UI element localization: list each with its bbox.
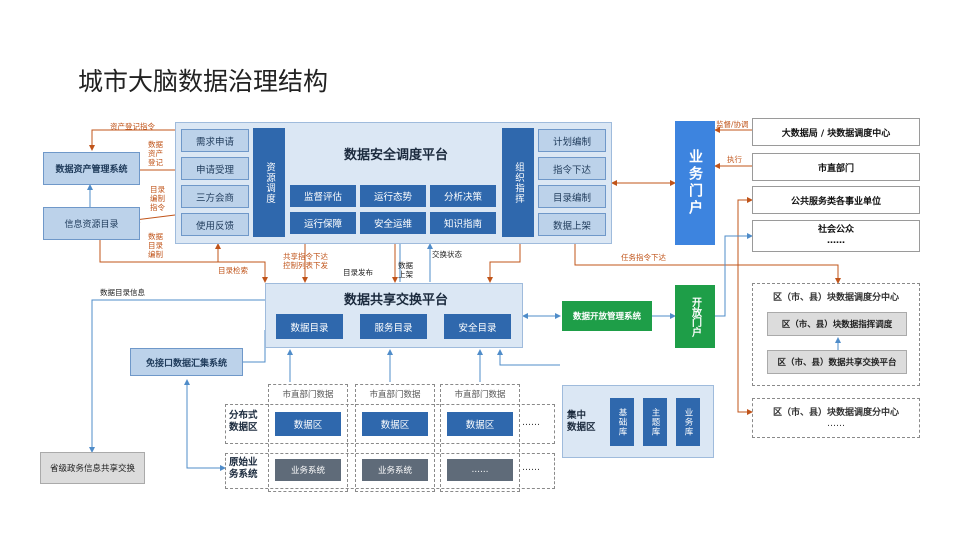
district-center-title: 区（市、县）块数据调度分中心 bbox=[772, 293, 899, 303]
business-system-1[interactable]: 业务系统 bbox=[275, 459, 341, 481]
btn-usage-feedback[interactable]: 使用反馈 bbox=[181, 213, 249, 236]
label-data-asset-register: 数据 资产 登记 bbox=[148, 140, 163, 167]
district-exchange-platform[interactable]: 区（市、县）数据共享交换平台 bbox=[767, 350, 907, 374]
district-more: …… bbox=[827, 419, 845, 429]
label-execute: 执行 bbox=[727, 155, 742, 164]
btn-apply-accept[interactable]: 申请受理 bbox=[181, 157, 249, 180]
city-data-label-3: 市直部门数据 bbox=[454, 390, 506, 400]
city-direct-dept[interactable]: 市直部门 bbox=[752, 153, 920, 181]
label-exchange-status: 交换状态 bbox=[432, 250, 462, 259]
label-data-upload: 数据 上架 bbox=[398, 261, 413, 279]
city-data-col-3 bbox=[440, 384, 520, 492]
label-supervise: 监督/协调 bbox=[716, 120, 749, 129]
info-resource-catalog[interactable]: 信息资源目录 bbox=[43, 207, 140, 240]
no-interface-collect-system[interactable]: 免接口数据汇集系统 bbox=[130, 348, 243, 376]
label-catalog-compile-cmd: 目录 编制 指令 bbox=[150, 185, 165, 212]
page-title: 城市大脑数据治理结构 bbox=[78, 67, 329, 96]
district-center-group: 区（市、县）块数据调度分中心 bbox=[752, 283, 920, 386]
btn-three-party[interactable]: 三方会商 bbox=[181, 185, 249, 208]
district-center2-title: 区（市、县）块数据调度分中心 bbox=[772, 408, 899, 418]
label-shared-cmd: 共享指令下达 bbox=[283, 252, 328, 261]
btn-security-catalog[interactable]: 安全目录 bbox=[444, 314, 511, 339]
label-data-catalog-compile: 数据 目录 编制 bbox=[148, 232, 163, 259]
district-cmd-dispatch[interactable]: 区（市、县）块数据指挥调度 bbox=[767, 312, 907, 336]
data-zone-2[interactable]: 数据区 bbox=[362, 412, 428, 436]
big-data-bureau[interactable]: 大数据局 / 块数据调度中心 bbox=[752, 118, 920, 146]
theme-library[interactable]: 主题库 bbox=[643, 398, 667, 446]
btn-plan-compile[interactable]: 计划编制 bbox=[538, 129, 606, 152]
data-zone-more: …… bbox=[522, 418, 540, 428]
label-catalog-search: 目录检索 bbox=[218, 266, 248, 275]
city-data-col-1 bbox=[268, 384, 348, 492]
central-zone-label: 集中 数据区 bbox=[567, 410, 596, 433]
data-open-mgmt-system[interactable]: 数据开放管理系统 bbox=[562, 301, 652, 331]
city-data-col-2 bbox=[355, 384, 435, 492]
public-service-units[interactable]: 公共服务类各事业单位 bbox=[752, 186, 920, 214]
city-data-label-1: 市直部门数据 bbox=[282, 390, 334, 400]
business-library[interactable]: 业务库 bbox=[676, 398, 700, 446]
label-task-cmd: 任务指令下达 bbox=[621, 253, 666, 262]
exchange-platform-title: 数据共享交换平台 bbox=[343, 292, 448, 308]
province-exchange[interactable]: 省级政务信息共享交换 bbox=[40, 452, 145, 484]
data-zone-3[interactable]: 数据区 bbox=[447, 412, 513, 436]
resource-dispatch-bar: 资源调度 bbox=[253, 128, 285, 237]
distributed-zone-label: 分布式 数据区 bbox=[229, 410, 258, 433]
label-control-list: 控制列表下发 bbox=[283, 261, 328, 270]
btn-analysis-decision[interactable]: 分析决策 bbox=[430, 185, 496, 207]
business-system-more: …… bbox=[522, 463, 540, 473]
public-society[interactable]: 社会公众 …… bbox=[752, 220, 920, 252]
business-portal[interactable]: 业务门户 bbox=[675, 121, 715, 245]
btn-data-upload[interactable]: 数据上架 bbox=[538, 213, 606, 236]
data-zone-1[interactable]: 数据区 bbox=[275, 412, 341, 436]
btn-run-guarantee[interactable]: 运行保障 bbox=[290, 212, 356, 234]
label-data-catalog-info: 数据目录信息 bbox=[100, 288, 145, 297]
open-portal[interactable]: 开放门户 bbox=[675, 285, 715, 348]
district-center-group-2: 区（市、县）块数据调度分中心 …… bbox=[752, 398, 920, 438]
public-society-label: 社会公众 bbox=[817, 225, 854, 235]
btn-data-catalog[interactable]: 数据目录 bbox=[276, 314, 343, 339]
public-society-more: …… bbox=[827, 236, 845, 246]
business-system-2[interactable]: 业务系统 bbox=[362, 459, 428, 481]
data-asset-mgmt-system[interactable]: 数据资产管理系统 bbox=[43, 152, 140, 185]
org-command-bar: 组织指挥 bbox=[502, 128, 534, 237]
original-system-label: 原始业 务系统 bbox=[229, 457, 258, 480]
label-catalog-publish: 目录发布 bbox=[343, 268, 373, 277]
security-platform-title: 数据安全调度平台 bbox=[343, 147, 448, 163]
btn-knowledge-guide[interactable]: 知识指南 bbox=[430, 212, 496, 234]
business-system-3[interactable]: …… bbox=[447, 459, 513, 481]
base-library[interactable]: 基础库 bbox=[610, 398, 634, 446]
distributed-zone bbox=[225, 404, 555, 444]
btn-security-ops[interactable]: 安全运维 bbox=[360, 212, 426, 234]
original-system-zone bbox=[225, 453, 555, 489]
label-asset-register-cmd: 资产登记指令 bbox=[110, 122, 155, 131]
btn-service-catalog[interactable]: 服务目录 bbox=[360, 314, 427, 339]
btn-demand-apply[interactable]: 需求申请 bbox=[181, 129, 249, 152]
btn-run-status[interactable]: 运行态势 bbox=[360, 185, 426, 207]
btn-supervise-eval[interactable]: 监督评估 bbox=[290, 185, 356, 207]
city-data-label-2: 市直部门数据 bbox=[369, 390, 421, 400]
btn-catalog-compile[interactable]: 目录编制 bbox=[538, 185, 606, 208]
btn-cmd-issue[interactable]: 指令下达 bbox=[538, 157, 606, 180]
